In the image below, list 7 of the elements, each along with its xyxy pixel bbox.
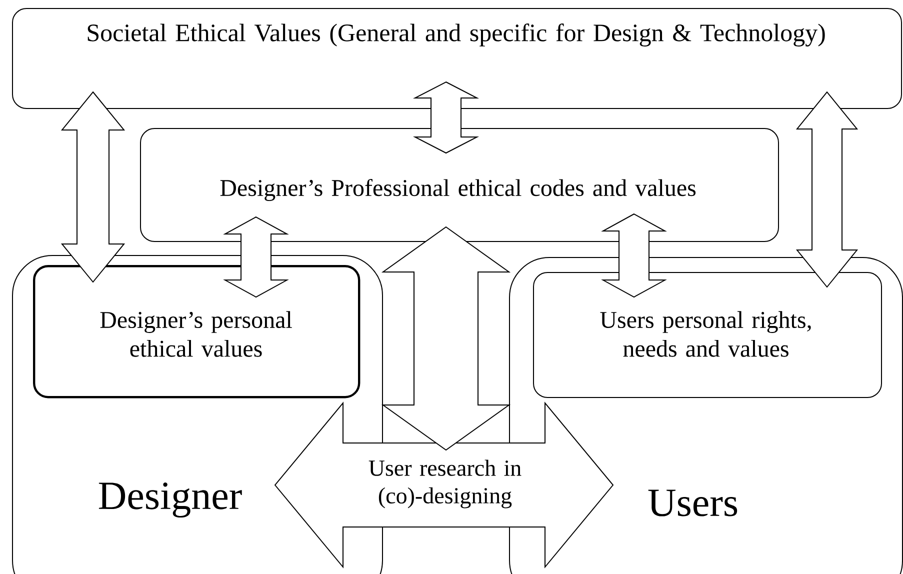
region-label: Users bbox=[648, 490, 738, 516]
region-label: Designer bbox=[98, 482, 242, 518]
node-label: User research in (co)-designing bbox=[368, 460, 522, 508]
box-label: Designer’s Professional ethical codes and values bbox=[220, 178, 696, 202]
box-label: Societal Ethical Values (General and specific for Design & Technology) bbox=[88, 24, 825, 46]
box-label: Users personal rights, needs and values bbox=[600, 311, 811, 357]
box-label: Designer’s personal ethical values bbox=[100, 311, 292, 357]
